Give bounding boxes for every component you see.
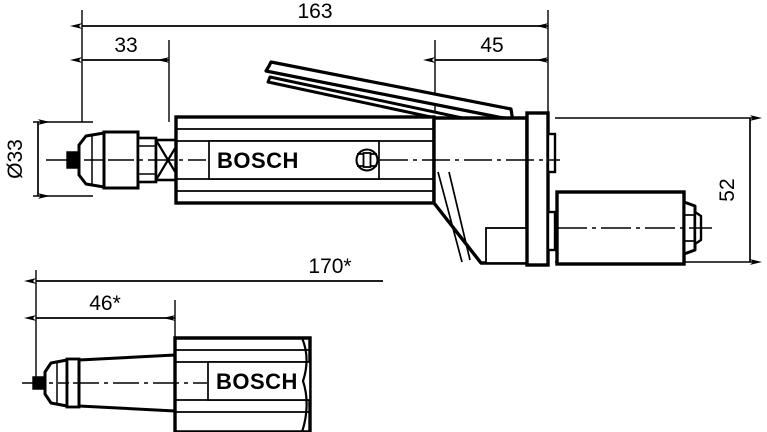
dimension-nose-diameter: Ø33 — [4, 119, 50, 199]
dimension-text-163: 163 — [297, 0, 332, 23]
dimension-body-height: 52 — [716, 115, 762, 265]
dimension-nose-length: 33 — [70, 34, 169, 63]
dimension-extended-total-length: 170* — [24, 255, 383, 284]
extended-main-body: BOSCH — [173, 336, 312, 432]
rear-flange — [525, 111, 550, 267]
brand-text-extended: BOSCH — [216, 369, 298, 394]
extended-view-extension-lines — [35, 270, 176, 380]
dimension-extended-nose-length: 46* — [24, 292, 175, 321]
dimension-rear-length: 45 — [423, 34, 548, 63]
rear-flange-boss-upper — [546, 132, 557, 174]
brand-text-main: BOSCH — [217, 148, 299, 173]
rear-handle-housing — [432, 111, 557, 267]
rear-flange-boss-lower — [546, 210, 557, 252]
handle-base-plate — [485, 227, 528, 264]
dimension-total-length: 163 — [70, 0, 548, 29]
handle-inner-edge-a — [437, 171, 463, 263]
dimension-text-33: 33 — [114, 34, 137, 57]
dimension-text-46: 46* — [89, 292, 121, 315]
dimension-text-170: 170* — [308, 255, 351, 278]
dimension-text-52: 52 — [716, 178, 739, 201]
extended-body-break-line — [300, 337, 308, 432]
extended-label-plate — [207, 361, 311, 401]
dimension-text-dia33: Ø33 — [4, 139, 27, 179]
bosch-armature-logo-icon — [355, 148, 379, 172]
extended-view: 170* 46* — [22, 255, 383, 432]
label-plate — [208, 140, 380, 180]
main-view: 163 33 45 Ø33 52 — [4, 0, 762, 267]
handle-inner-edge-b — [448, 171, 471, 261]
logo-armature — [362, 152, 372, 168]
dimension-text-45: 45 — [480, 34, 503, 57]
main-view-centre-lines — [46, 159, 712, 229]
